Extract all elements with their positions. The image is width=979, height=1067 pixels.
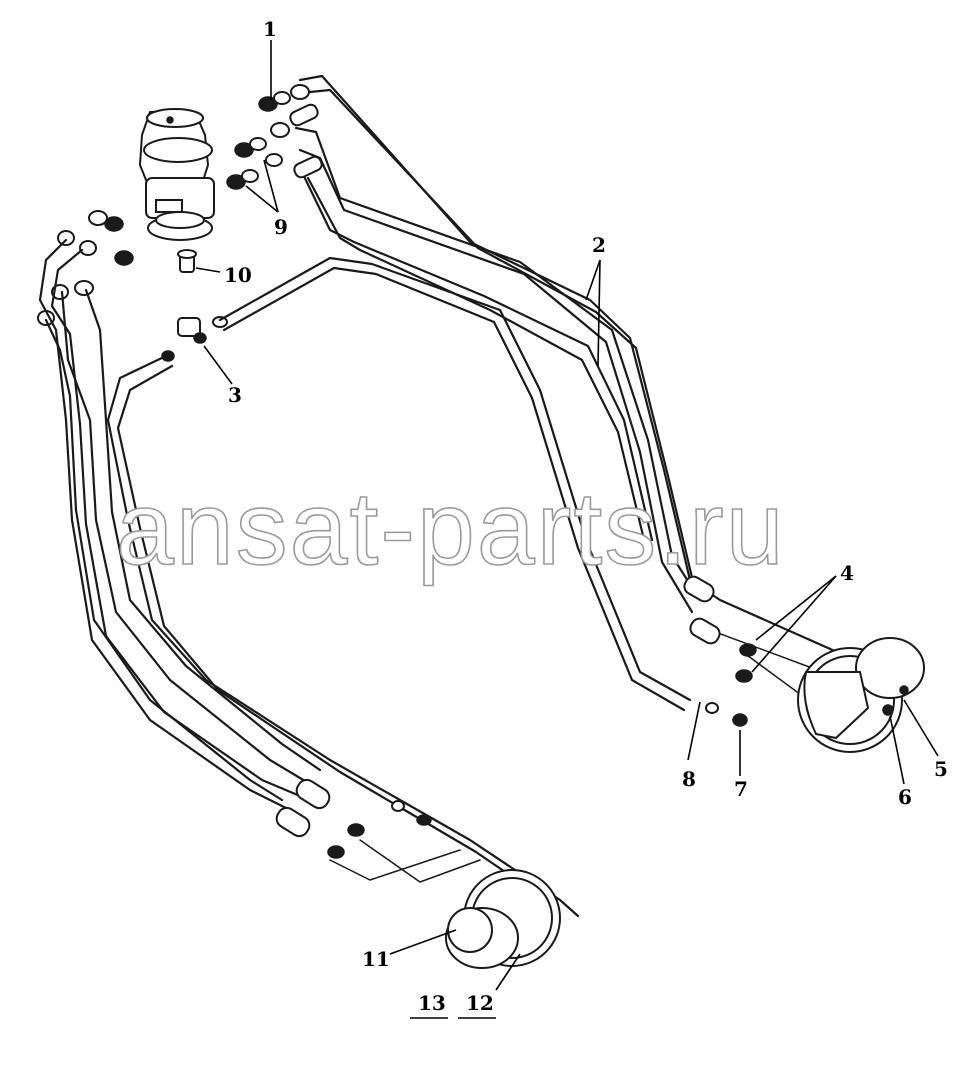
callout-5: 5: [934, 757, 948, 781]
fittings-group-top: [37, 84, 310, 362]
callout-2: 2: [592, 233, 606, 257]
callout-3: 3: [228, 383, 242, 407]
hose-sleeves: [275, 103, 721, 838]
callout-7: 7: [734, 777, 748, 801]
callout-12: 12: [466, 991, 494, 1015]
callout-11: 11: [362, 947, 390, 971]
pipelines-left: [38, 238, 580, 918]
callout-10: 10: [224, 263, 252, 287]
callouts: 1 2 3 4 5 6 7 8 9 10 11 12 13: [224, 17, 948, 1015]
travel-motor-right: [705, 637, 925, 753]
leader-lines: [195, 40, 939, 1019]
callout-1: 1: [263, 17, 277, 41]
pipelines-right: [218, 74, 902, 712]
watermark-text: ansat-parts.ru: [116, 471, 786, 587]
travel-motor-left: [327, 800, 561, 969]
callout-9: 9: [274, 215, 288, 239]
callout-8: 8: [682, 767, 696, 791]
callout-4: 4: [840, 561, 854, 585]
callout-13: 13: [418, 991, 446, 1015]
callout-6: 6: [898, 785, 912, 809]
rotary-joint: [138, 108, 215, 241]
